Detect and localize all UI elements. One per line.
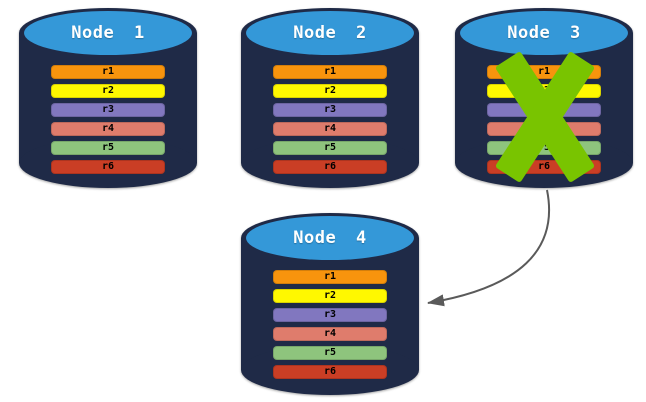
- row-r4: r4: [273, 327, 387, 341]
- row-r5: r5: [51, 141, 165, 155]
- node-3: Node 3 r1 r2 r3 r4 r5 r6: [455, 8, 633, 188]
- row-list: r1 r2 r3 r4 r5 r6: [273, 65, 387, 174]
- node-4: Node 4 r1 r2 r3 r4 r5 r6: [241, 213, 419, 395]
- row-r1: r1: [51, 65, 165, 79]
- row-r3: r3: [51, 103, 165, 117]
- row-r1: r1: [273, 270, 387, 284]
- cylinder-top-face: [460, 11, 628, 55]
- row-r6: r6: [51, 160, 165, 174]
- row-r2: r2: [273, 84, 387, 98]
- node-title: Node 2: [293, 23, 367, 43]
- row-r4: r4: [51, 122, 165, 136]
- row-r2: r2: [273, 289, 387, 303]
- row-r2: r2: [51, 84, 165, 98]
- cylinder-top-face: [24, 11, 192, 55]
- row-r1: r1: [273, 65, 387, 79]
- row-r3: r3: [487, 103, 601, 117]
- arrow-curve: [427, 189, 551, 307]
- database-cylinder-icon: [241, 8, 419, 188]
- row-r5: r5: [273, 346, 387, 360]
- row-r3: r3: [273, 103, 387, 117]
- row-r4: r4: [273, 122, 387, 136]
- node-title: Node 4: [293, 228, 367, 248]
- row-r6: r6: [487, 160, 601, 174]
- row-list: r1 r2 r3 r4 r5 r6: [273, 270, 387, 379]
- row-r6: r6: [273, 365, 387, 379]
- database-cylinder-icon: [19, 8, 197, 188]
- row-r6: r6: [273, 160, 387, 174]
- node-title: Node 3: [507, 23, 581, 43]
- node-title: Node 1: [71, 23, 145, 43]
- failover-arrow: [427, 189, 551, 307]
- row-list: r1 r2 r3 r4 r5 r6: [487, 65, 601, 174]
- row-list: r1 r2 r3 r4 r5 r6: [51, 65, 165, 174]
- node-2: Node 2 r1 r2 r3 r4 r5 r6: [241, 8, 419, 188]
- row-r2: r2: [487, 84, 601, 98]
- row-r3: r3: [273, 308, 387, 322]
- row-r5: r5: [487, 141, 601, 155]
- node-1: Node 1 r1 r2 r3 r4 r5 r6: [19, 8, 197, 188]
- row-r4: r4: [487, 122, 601, 136]
- row-r5: r5: [273, 141, 387, 155]
- row-r1: r1: [487, 65, 601, 79]
- cylinder-top-face: [246, 11, 414, 55]
- cylinder-top-face: [246, 216, 414, 260]
